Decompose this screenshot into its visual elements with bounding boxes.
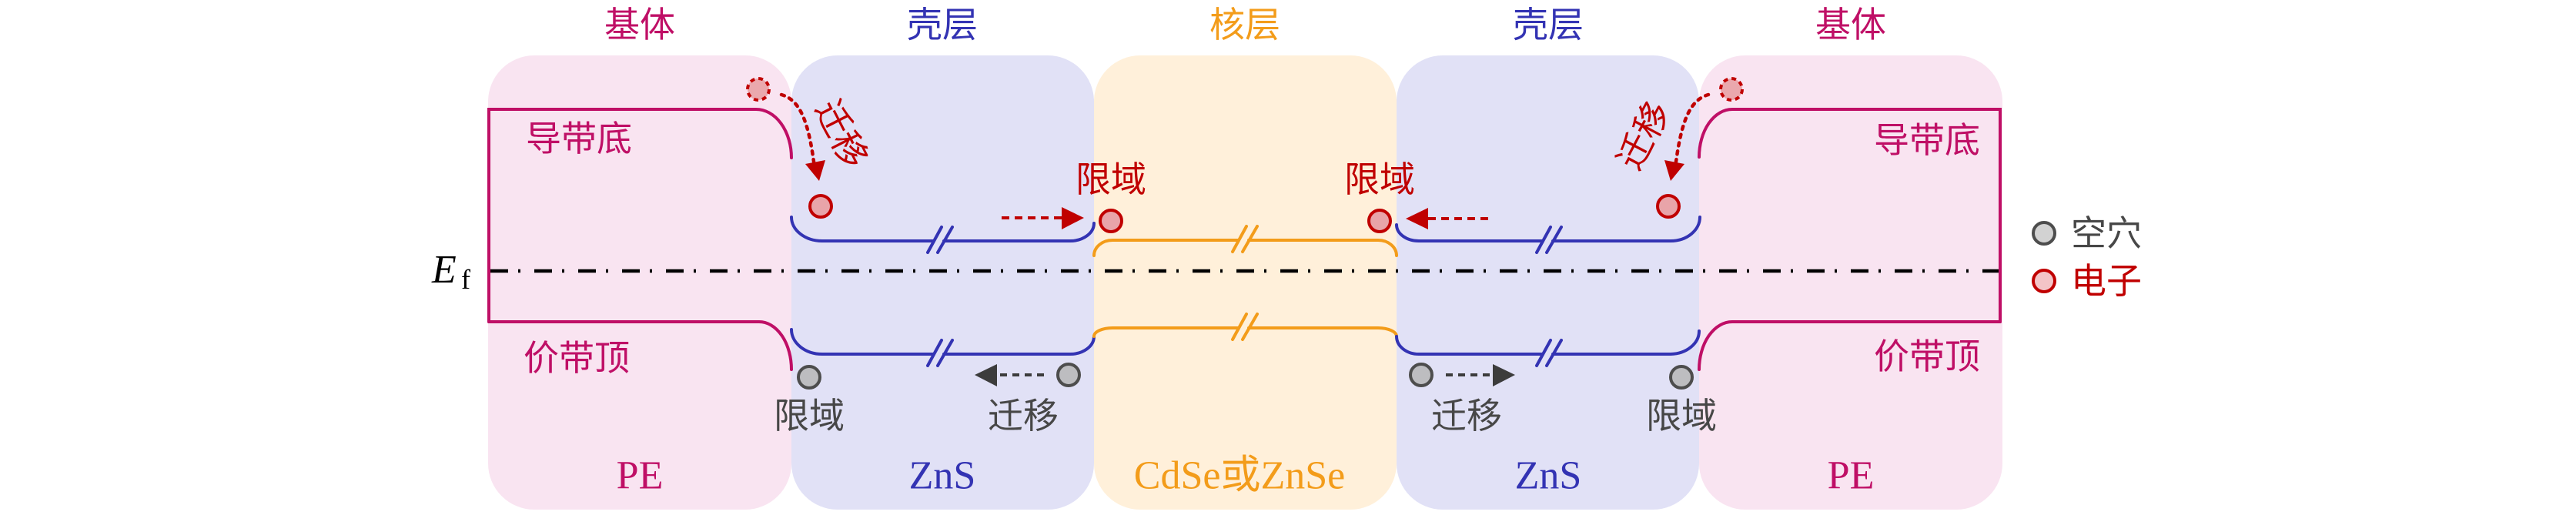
electron-migration-path-right xyxy=(1674,92,1711,164)
electron-initial-left xyxy=(746,77,771,102)
region-title-shell-right: 壳层 xyxy=(1513,4,1584,45)
arrowhead-icon xyxy=(1664,160,1684,181)
electron-core-right xyxy=(1367,209,1392,233)
material-label-core: CdSe或ZnSe xyxy=(1134,454,1345,498)
substrate-right-region xyxy=(1699,55,2002,510)
shell-left-valence-band xyxy=(790,328,1096,356)
legend-hole-icon xyxy=(2032,221,2056,246)
hole-confinement-label-right: 限域 xyxy=(1646,395,1717,436)
electron-shell-right xyxy=(1656,194,1681,219)
substrate-left-valence-band xyxy=(487,320,793,371)
region-title-substrate-right: 基体 xyxy=(1815,4,1886,45)
core-region xyxy=(1094,55,1397,510)
electron-migration-path-left xyxy=(779,92,816,164)
substrate-left-region xyxy=(488,55,791,510)
electron-shell-left xyxy=(808,194,833,219)
electron-initial-right xyxy=(1719,77,1744,102)
material-label-substrate-right: PE xyxy=(1828,454,1875,498)
legend-hole-label: 空穴 xyxy=(2071,212,2142,254)
shell-right-conduction-band xyxy=(1395,216,1701,242)
electron-confinement-label-left: 限域 xyxy=(1076,159,1146,200)
material-label-shell-right: ZnS xyxy=(1515,454,1582,498)
material-label-shell-left: ZnS xyxy=(909,454,976,498)
electron-confinement-label-right: 限域 xyxy=(1344,159,1415,200)
electron-core-left xyxy=(1099,209,1123,233)
legend: 空穴 电子 xyxy=(2032,212,2142,302)
arrowhead-icon xyxy=(975,364,997,386)
shell-left-region xyxy=(791,55,1094,510)
region-title-shell-left: 壳层 xyxy=(907,4,978,45)
legend-electron-label: 电子 xyxy=(2071,260,2142,302)
hole-shell-left-inner xyxy=(1056,363,1081,387)
arrowhead-icon xyxy=(1062,207,1084,229)
shell-left-conduction-band xyxy=(790,216,1096,242)
valence-band-label-right: 价带顶 xyxy=(1874,336,1980,377)
conduction-band-label-right: 导带底 xyxy=(1874,119,1980,161)
substrate-right-valence-band xyxy=(1698,320,2002,371)
core-conduction-band xyxy=(1092,239,1398,257)
hole-migration-label-right: 迁移 xyxy=(1431,395,1502,436)
fermi-level-symbol: E xyxy=(431,248,457,292)
hole-migration-label-left: 迁移 xyxy=(988,395,1059,436)
core-valence-band xyxy=(1092,326,1398,338)
legend-electron-icon xyxy=(2032,269,2056,293)
substrate-left-conduction-band xyxy=(487,108,793,323)
axis-break-mark xyxy=(1231,225,1259,341)
shell-right-valence-band xyxy=(1395,329,1701,356)
shell-right-region xyxy=(1397,55,1699,510)
region-title-core: 核层 xyxy=(1209,4,1280,45)
axis-break-mark xyxy=(1535,226,1563,367)
substrate-right-conduction-band xyxy=(1698,108,2002,323)
hole-shell-right-edge xyxy=(1669,365,1694,390)
region-title-substrate-left: 基体 xyxy=(604,4,675,45)
hole-shell-right-inner xyxy=(1409,363,1434,387)
conduction-band-label-left: 导带底 xyxy=(526,118,632,159)
hole-confinement-label-left: 限域 xyxy=(774,395,845,436)
fermi-level-subscript: f xyxy=(461,264,470,295)
axis-break-mark xyxy=(926,226,954,367)
hole-shell-left-edge xyxy=(797,365,821,390)
arrowhead-icon xyxy=(1406,208,1428,229)
arrowhead-icon xyxy=(805,160,825,181)
valence-band-label-left: 价带顶 xyxy=(524,337,630,379)
arrowhead-icon xyxy=(1493,364,1515,386)
material-label-substrate-left: PE xyxy=(617,454,664,498)
